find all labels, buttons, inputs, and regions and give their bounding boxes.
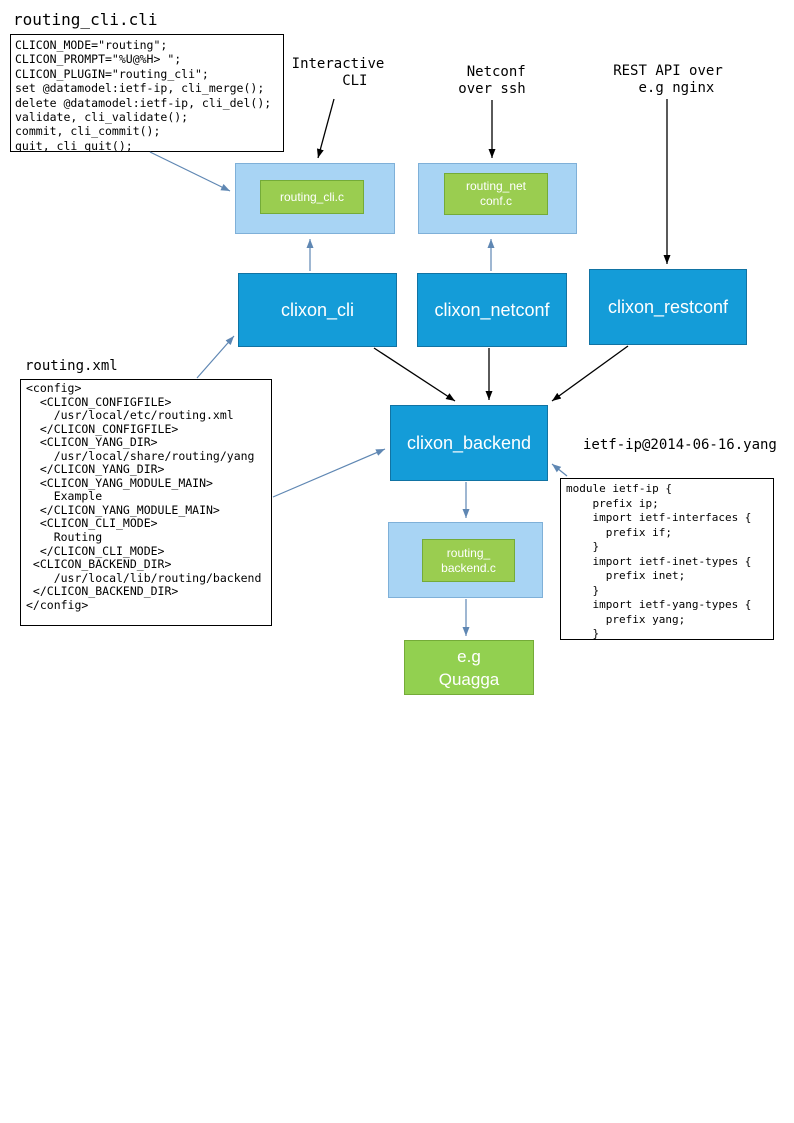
xml-file-title: routing.xml	[25, 358, 118, 374]
label-interactive-cli: Interactive CLI	[291, 56, 385, 89]
arrow-xml-to-backend	[272, 448, 386, 498]
yang-code-box: module ietf-ip { prefix ip; import ietf-…	[560, 478, 774, 640]
arrow-cli-to-backend	[373, 347, 456, 402]
plugin-container-backend: routing_ backend.c	[388, 522, 543, 598]
arrow-restconf-to-backend	[551, 345, 629, 402]
plugin-container-cli: routing_cli.c	[235, 163, 395, 234]
arrow-clifile-to-plugin	[149, 151, 231, 192]
yang-file-title: ietf-ip@2014-06-16.yang	[583, 437, 777, 453]
node-clixon-netconf: clixon_netconf	[417, 273, 567, 347]
node-quagga: e.g Quagga	[404, 640, 534, 695]
xml-code-box: <config> <CLICON_CONFIGFILE> /usr/local/…	[20, 379, 272, 626]
node-routing-cli-c: routing_cli.c	[260, 180, 364, 214]
node-routing-netconf-c: routing_net conf.c	[444, 173, 548, 215]
node-routing-backend-c: routing_ backend.c	[422, 539, 515, 582]
arrow-interactive-cli-to-plugin	[316, 98, 335, 159]
cli-file-title: routing_cli.cli	[13, 10, 158, 29]
label-rest-api: REST API over e.g nginx	[613, 63, 723, 96]
plugin-container-netconf: routing_net conf.c	[418, 163, 577, 234]
node-clixon-restconf: clixon_restconf	[589, 269, 747, 345]
arrow-xml-to-clixoncli	[196, 335, 235, 379]
node-clixon-backend: clixon_backend	[390, 405, 548, 481]
node-clixon-cli: clixon_cli	[238, 273, 397, 347]
cli-code-box: CLICON_MODE="routing"; CLICON_PROMPT="%U…	[10, 34, 284, 152]
label-netconf-over-ssh: Netconf over ssh	[458, 64, 526, 97]
arrow-yang-to-backend	[551, 463, 568, 477]
